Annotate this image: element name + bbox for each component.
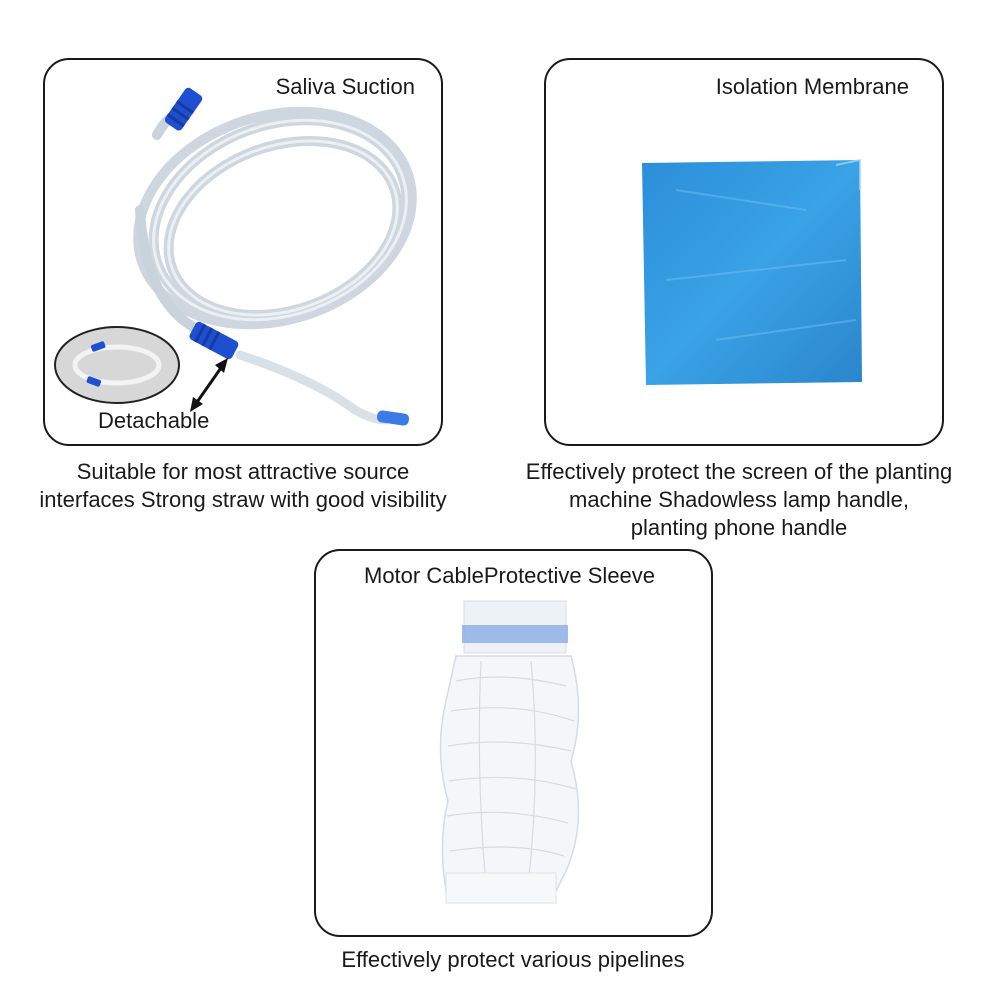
caption-line: Effectively protect the screen of the pl… xyxy=(525,459,953,484)
protective-sleeve-caption: Effectively protect various pipelines xyxy=(300,946,726,974)
caption-line: interfaces Strong straw with good visibi… xyxy=(39,487,447,512)
protective-sleeve-card: Motor CableProtective Sleeve xyxy=(314,549,713,937)
saliva-suction-tube-icon xyxy=(54,87,417,426)
card-title: Motor CableProtective Sleeve xyxy=(364,563,656,588)
isolation-membrane-icon xyxy=(642,158,862,385)
card-title: Saliva Suction xyxy=(275,74,415,99)
caption-line: machine Shadowless lamp handle, xyxy=(569,487,909,512)
saliva-suction-caption: Suitable for most attractive source inte… xyxy=(0,458,486,514)
caption-line: Suitable for most attractive source xyxy=(76,459,410,484)
detachable-label: Detachable xyxy=(98,408,210,433)
caption-line: Effectively protect various pipelines xyxy=(341,947,685,972)
isolation-membrane-card: Isolation Membrane xyxy=(544,58,944,446)
card-title: Isolation Membrane xyxy=(715,74,909,99)
protective-sleeve-icon xyxy=(439,600,580,904)
isolation-membrane-caption: Effectively protect the screen of the pl… xyxy=(494,458,984,542)
caption-line: planting phone handle xyxy=(630,515,848,540)
saliva-suction-card: Saliva Suction xyxy=(43,58,443,446)
